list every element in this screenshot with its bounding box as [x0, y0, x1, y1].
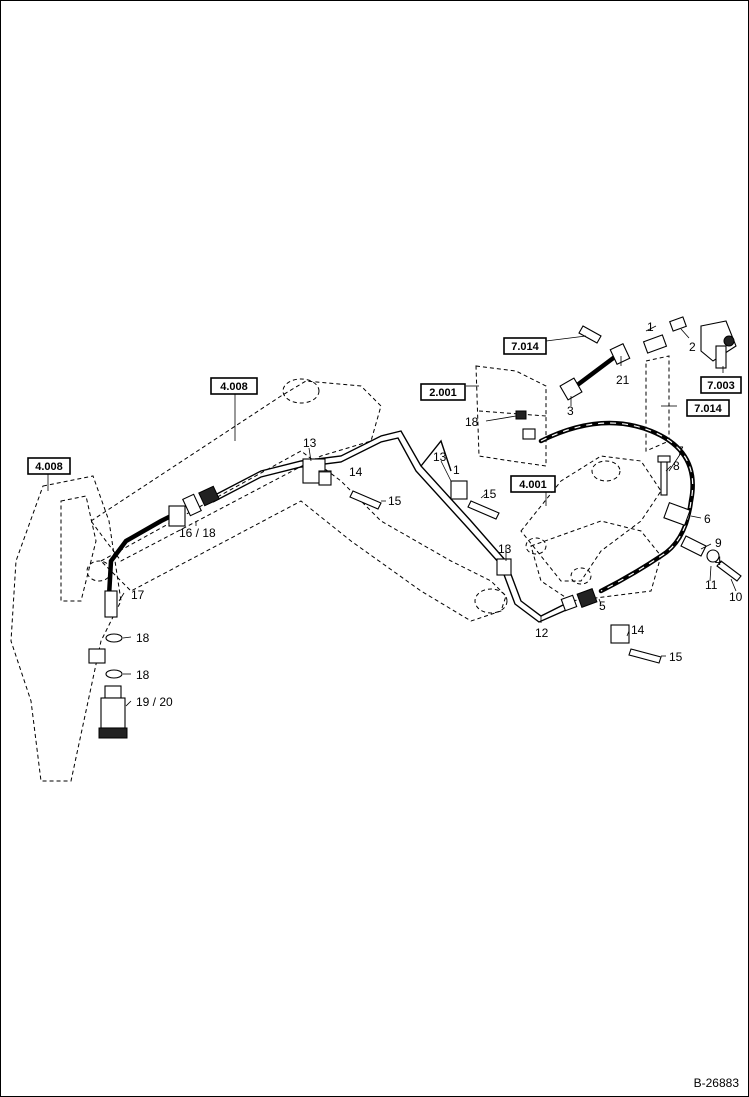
reference-box-4008-left: 4.008 [27, 457, 71, 475]
callout-1-top: 1 [647, 320, 654, 334]
bucket-linkage-outline [520, 455, 662, 602]
callout-12: 12 [535, 626, 549, 640]
svg-text:7.003: 7.003 [707, 380, 735, 392]
svg-text:7.014: 7.014 [511, 341, 539, 353]
callout-18-top: 18 [465, 415, 479, 429]
reference-box-4008-top: 4.008 [210, 377, 258, 395]
callout-18-a: 18 [136, 631, 150, 645]
callout-10: 10 [729, 590, 743, 604]
svg-text:4.001: 4.001 [519, 479, 547, 491]
callout-21: 21 [616, 373, 630, 387]
callout-15-b: 15 [483, 487, 497, 501]
hydraulic-hose-top [573, 353, 619, 389]
reference-box-2001: 2.001 [420, 383, 466, 401]
callout-6: 6 [704, 512, 711, 526]
steel-pipe-line [212, 430, 574, 623]
callout-labels: 1 2 21 3 18 13 14 15 13 1 15 16 / 18 17 … [131, 320, 743, 709]
svg-text:2.001: 2.001 [429, 387, 457, 399]
fittings [88, 316, 742, 739]
callout-8: 8 [673, 459, 680, 473]
callout-15-c: 15 [669, 650, 683, 664]
callout-5: 5 [599, 599, 606, 613]
callout-16-18: 16 / 18 [179, 526, 216, 540]
callout-11: 11 [705, 578, 718, 592]
callout-19-20: 19 / 20 [136, 695, 173, 709]
callout-3: 3 [567, 404, 574, 418]
mounting-bracket-outline [475, 365, 547, 467]
hydraulic-hose-left [106, 508, 184, 599]
callout-15-a: 15 [388, 494, 402, 508]
hydraulic-hose-upper [538, 420, 695, 594]
svg-text:4.008: 4.008 [220, 381, 248, 393]
callout-4: 4 [715, 554, 722, 568]
boom-outline [10, 378, 508, 782]
svg-text:4.008: 4.008 [35, 461, 63, 473]
callout-1-mid: 1 [453, 463, 460, 477]
svg-text:7.014: 7.014 [694, 403, 722, 415]
callout-14-b: 14 [631, 623, 645, 637]
callout-17: 17 [131, 588, 145, 602]
callout-2: 2 [689, 340, 696, 354]
callout-14-a: 14 [349, 465, 363, 479]
reference-box-7014-right: 7.014 [686, 399, 730, 417]
reference-box-7014-top: 7.014 [503, 337, 547, 355]
callout-13-a: 13 [303, 436, 317, 450]
callout-18-b: 18 [136, 668, 150, 682]
callout-13-c: 13 [498, 542, 512, 556]
callout-7: 7 [677, 444, 684, 458]
reference-box-4001: 4.001 [510, 475, 556, 493]
drawing-number: B-26883 [694, 1076, 740, 1090]
reference-box-7003: 7.003 [700, 376, 742, 394]
callout-13-b: 13 [433, 450, 447, 464]
callout-9: 9 [715, 536, 722, 550]
